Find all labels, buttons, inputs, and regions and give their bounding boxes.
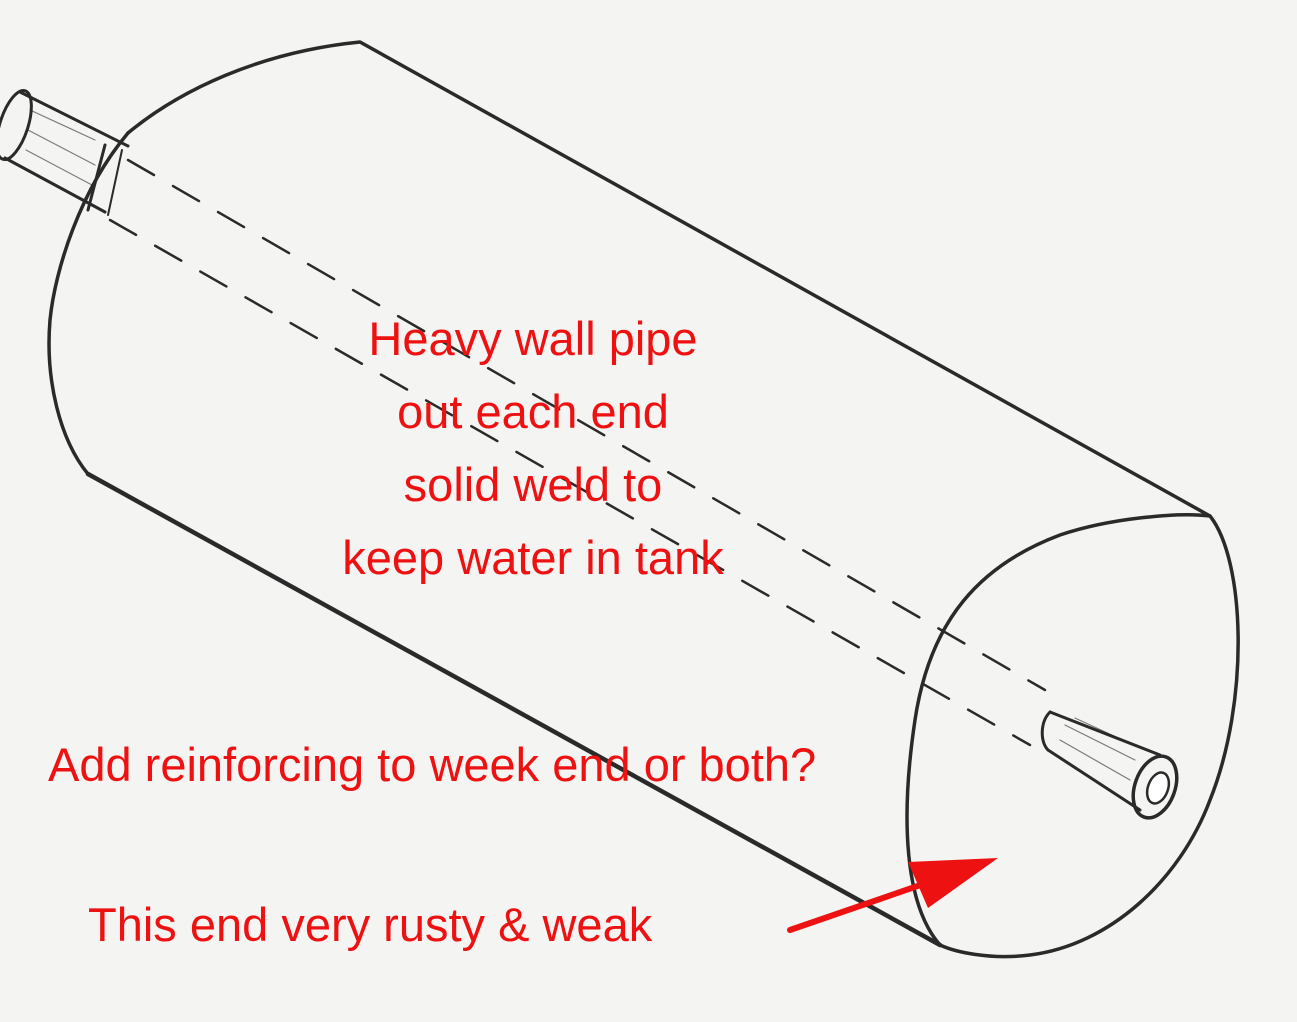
pipe-note-line-4: keep water in tank [342, 531, 724, 584]
internal-pipe-bottom-dashed [108, 218, 1032, 747]
tank-bottom-edge [85, 471, 943, 948]
tank-top-edge [126, 40, 1212, 518]
rusty-end-note: This end very rusty & weak [88, 898, 653, 951]
pipe-note-line-2: out each end [397, 385, 669, 438]
internal-pipe-top-dashed [126, 158, 1047, 692]
pipe-note-line-3: solid weld to [403, 458, 663, 511]
tank-right-end-face [905, 513, 1240, 959]
pipe-note: Heavy wall pipe out each end solid weld … [342, 302, 723, 594]
pipe-note-line-1: Heavy wall pipe [368, 312, 698, 365]
right-pipe-stub [1040, 710, 1179, 820]
tank-left-end [47, 131, 130, 476]
red-arrow [787, 858, 998, 933]
left-pipe-stub [0, 88, 130, 216]
reinforcing-question: Add reinforcing to week end or both? [48, 738, 817, 791]
